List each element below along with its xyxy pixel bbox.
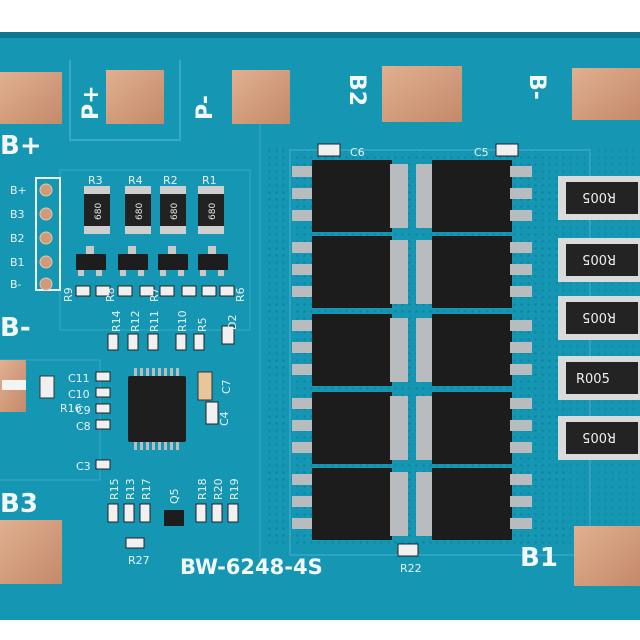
label-q5: Q5 bbox=[168, 488, 181, 504]
pad-p-plus bbox=[106, 70, 164, 124]
label-b1: B1 bbox=[520, 543, 558, 573]
label-b3: B3 bbox=[0, 489, 38, 519]
pin-label-b2: B2 bbox=[10, 232, 25, 245]
pin-label-b-minus: B- bbox=[10, 278, 22, 291]
label-b-minus-top: B- bbox=[524, 74, 549, 100]
label-d2: D2 bbox=[226, 315, 239, 330]
label-r18: R18 bbox=[196, 478, 209, 500]
label-r27: R27 bbox=[128, 554, 150, 567]
label-c5: C5 bbox=[474, 146, 489, 159]
shunt-4-marking: R005 bbox=[576, 372, 610, 387]
shunt-2-marking: R005 bbox=[582, 251, 616, 266]
label-r12: R12 bbox=[129, 310, 142, 332]
label-r17: R17 bbox=[140, 478, 153, 500]
label-b-minus-left: B- bbox=[0, 313, 31, 343]
label-c6: C6 bbox=[350, 146, 365, 159]
label-r3: R3 bbox=[88, 174, 103, 187]
pin-label-b-plus: B+ bbox=[10, 184, 27, 197]
label-p-minus: P- bbox=[193, 95, 218, 120]
shunt-1-marking: R005 bbox=[582, 189, 616, 204]
pad-b3 bbox=[0, 520, 62, 584]
label-r7: R7 bbox=[148, 287, 161, 302]
label-c11: C11 bbox=[68, 372, 90, 385]
label-r6: R6 bbox=[234, 287, 247, 302]
label-r20: R20 bbox=[212, 478, 225, 500]
label-c3: C3 bbox=[76, 460, 91, 473]
label-r16: R16 bbox=[60, 402, 82, 415]
label-r22: R22 bbox=[400, 562, 422, 575]
label-r15: R15 bbox=[108, 478, 121, 500]
label-r2: R2 bbox=[163, 174, 178, 187]
label-r10: R10 bbox=[176, 310, 189, 332]
label-r14: R14 bbox=[110, 310, 123, 332]
label-r13: R13 bbox=[124, 478, 137, 500]
label-p-plus: P+ bbox=[79, 85, 104, 120]
pad-p-minus bbox=[232, 70, 290, 124]
label-r4: R4 bbox=[128, 174, 143, 187]
pad-b-minus bbox=[572, 68, 640, 120]
label-r9: R9 bbox=[62, 287, 75, 302]
label-r8: R8 bbox=[104, 287, 117, 302]
label-c8: C8 bbox=[76, 420, 91, 433]
label-c7: C7 bbox=[220, 379, 233, 394]
protection-ic bbox=[128, 368, 186, 450]
r2-marking: 680 bbox=[170, 203, 180, 220]
mosfet-array bbox=[292, 160, 532, 540]
shunt-resistors bbox=[558, 176, 640, 460]
label-b2: B2 bbox=[344, 74, 369, 106]
pad-b1 bbox=[574, 526, 640, 586]
r1-marking: 680 bbox=[208, 203, 218, 220]
label-r11: R11 bbox=[148, 310, 161, 332]
resistor-bank-top bbox=[84, 186, 224, 234]
label-c4: C4 bbox=[218, 411, 231, 426]
r3-marking: 680 bbox=[94, 203, 104, 220]
shunt-5-marking: R005 bbox=[582, 429, 616, 444]
label-r19: R19 bbox=[228, 478, 241, 500]
board-model-label: BW-6248-4S bbox=[180, 555, 323, 579]
pin-label-b3: B3 bbox=[10, 208, 25, 221]
pad-top-left bbox=[0, 72, 62, 124]
label-c10: C10 bbox=[68, 388, 90, 401]
label-b-plus: B+ bbox=[0, 131, 42, 161]
label-r5: R5 bbox=[196, 317, 209, 332]
sot-transistors bbox=[76, 254, 228, 270]
r4-marking: 680 bbox=[135, 203, 145, 220]
shunt-3-marking: R005 bbox=[582, 309, 616, 324]
pad-b2 bbox=[382, 66, 462, 122]
balance-connector bbox=[35, 177, 61, 291]
label-c9: C9 bbox=[76, 404, 91, 417]
pin-label-b1: B1 bbox=[10, 256, 25, 269]
label-r1: R1 bbox=[202, 174, 217, 187]
